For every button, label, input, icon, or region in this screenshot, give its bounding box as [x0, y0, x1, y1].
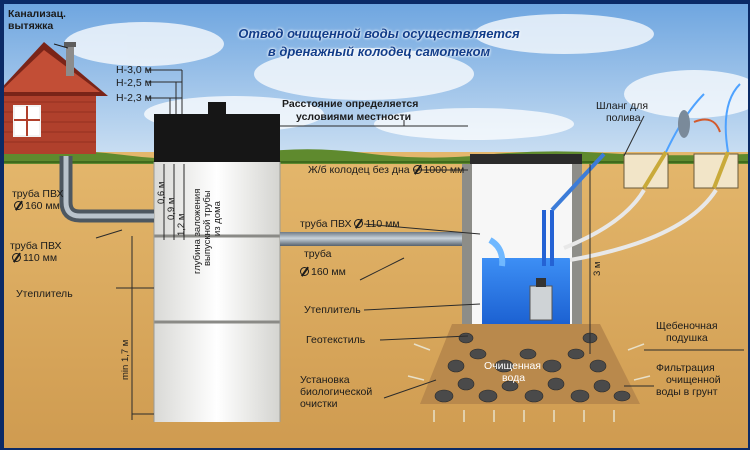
filtration-label-line-1: Фильтрация: [656, 362, 715, 374]
well-label: Ж/б колодец без дна 1000 мм: [308, 164, 465, 176]
vent-label-line-1: Канализац.: [8, 8, 66, 20]
insulation-right-label: Утеплитель: [304, 304, 361, 316]
bio-tank: [153, 102, 281, 422]
bio-unit-label-line-1: Установка: [300, 374, 350, 386]
clean-water-label-line-1: Очищенная: [484, 360, 541, 372]
diameter-icon: [12, 253, 21, 262]
diameter-icon: [354, 219, 364, 228]
gravel-label-line-1: Щебеночная: [656, 320, 718, 332]
pipe-pvc-110-label-line-2: 110 мм: [12, 252, 57, 264]
pipe-160-label-line-2: 160 мм: [300, 266, 346, 278]
pipe-110-label: труба ПВХ 110 мм: [300, 218, 400, 230]
min-depth-label: min 1,7 м: [120, 339, 131, 380]
distance-note-line-1: Расстояние определяется: [282, 98, 419, 110]
dim-label-1-2: 1,2 м: [176, 213, 187, 236]
diameter-icon: [412, 165, 422, 174]
well-depth-label: 3 м: [592, 261, 603, 276]
diameter-icon: [300, 267, 309, 276]
filtration-label-line-3: воды в грунт: [656, 386, 718, 398]
diagram-frame: Отвод очищенной воды осуществляется в др…: [3, 3, 749, 449]
depth-note-line-3: из дома: [212, 201, 223, 236]
bio-unit-label-line-2: биологической: [300, 386, 373, 398]
height-label-3-0: Н-3,0 м: [116, 64, 152, 76]
gravel-label-line-2: подушка: [666, 332, 708, 344]
filtration-label-line-2: очищенной: [666, 374, 721, 386]
pipe-pvc-160-label-line-2: 160 мм: [14, 200, 60, 212]
diagram-title-line-2: в дренажный колодец самотеком: [267, 44, 491, 59]
scene-illustration: [4, 4, 748, 448]
house: [4, 42, 108, 154]
pipe-160-label-line-1: труба: [304, 248, 332, 260]
diagram-title-line-1: Отвод очищенной воды осуществляется: [238, 26, 520, 41]
insulation-left-label: Утеплитель: [16, 288, 73, 300]
sprinkler-pits: [563, 83, 741, 262]
vent-label-line-2: вытяжка: [8, 20, 54, 32]
hose-label-line-1: Шланг для: [596, 100, 649, 112]
pipe-pvc-110-label-line-1: труба ПВХ: [10, 240, 62, 252]
clean-water-label-line-2: вода: [502, 372, 526, 384]
height-label-2-5: Н-2,5 м: [116, 77, 152, 89]
hose-label-line-2: полива: [606, 112, 641, 124]
bio-unit-label-line-3: очистки: [300, 398, 338, 410]
height-label-2-3: Н-2,3 м: [116, 92, 152, 104]
drain-well: [462, 152, 606, 354]
pipe-pvc-160-label-line-1: труба ПВХ: [12, 188, 64, 200]
diameter-icon: [14, 201, 23, 210]
distance-note-line-2: условиями местности: [296, 111, 412, 123]
geotextile-label: Геотекстиль: [306, 334, 366, 346]
